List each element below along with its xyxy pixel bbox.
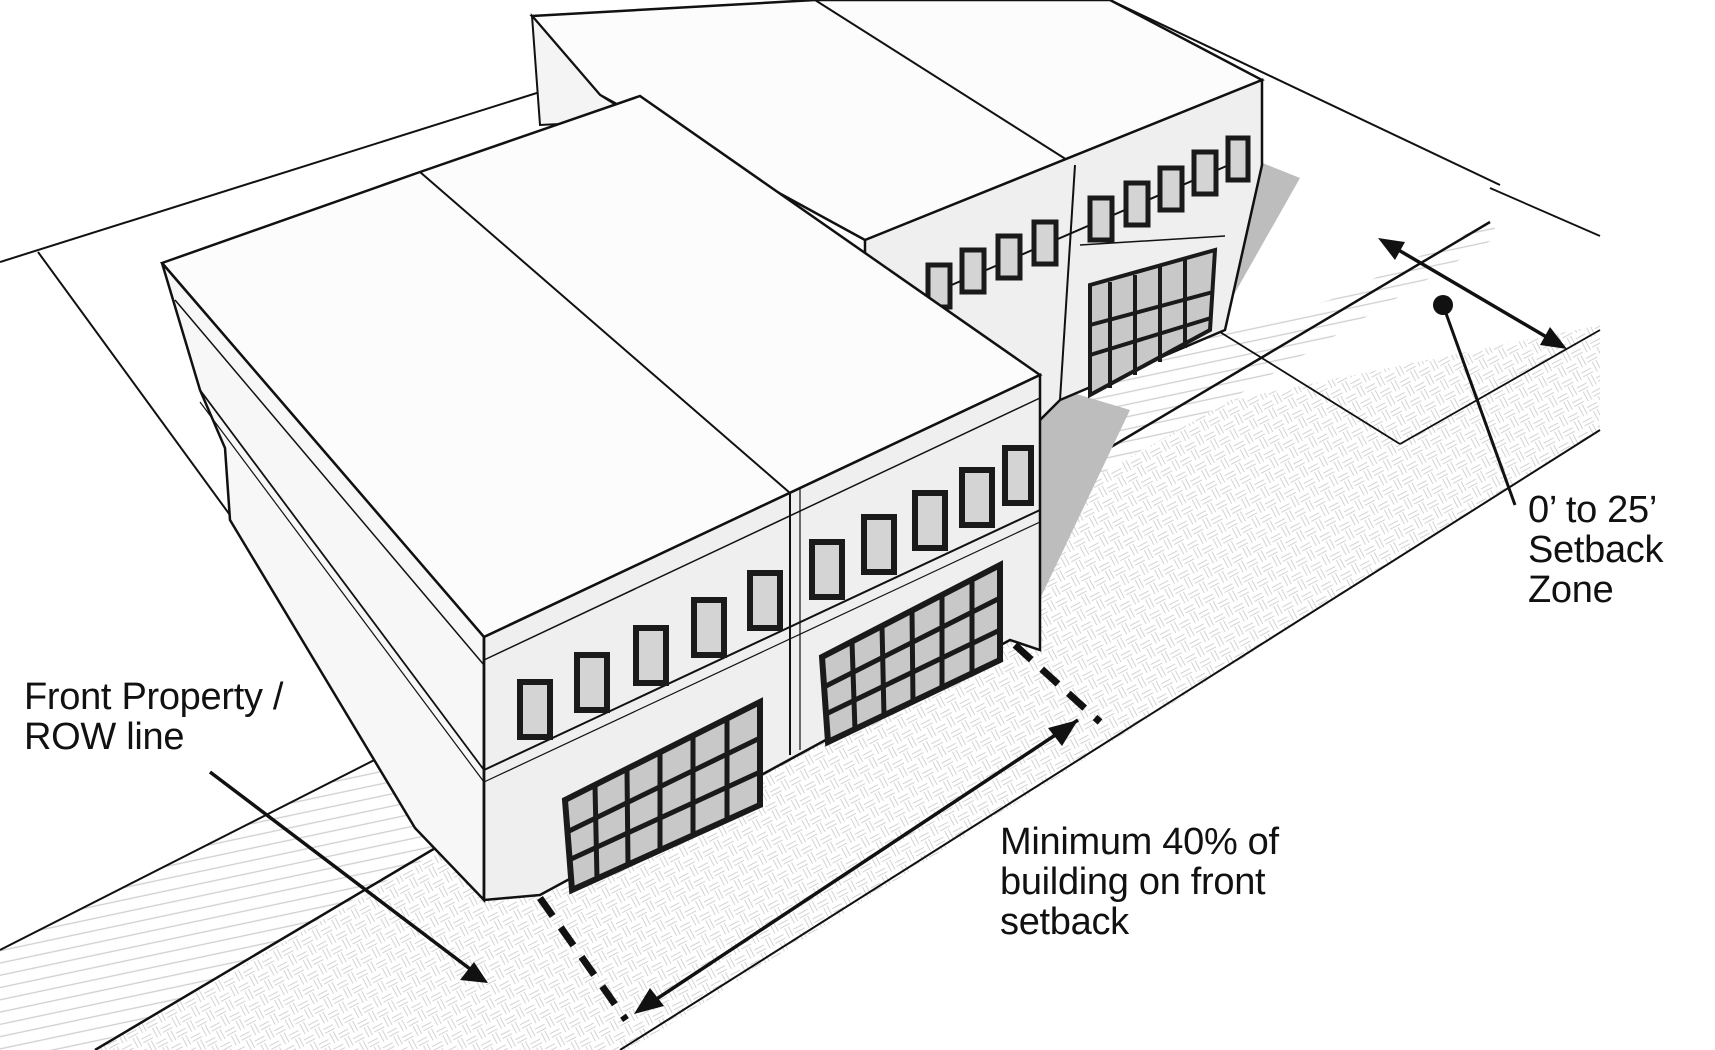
window xyxy=(633,625,669,686)
setback-arrowhead-top xyxy=(1378,238,1405,260)
side-string-course xyxy=(199,389,485,771)
rear-upper-windows xyxy=(925,135,1251,310)
curb-line xyxy=(619,429,1601,1050)
facade-string-course xyxy=(483,509,1041,771)
window xyxy=(959,247,987,295)
setback-zone-label: 0’ to 25’ Setback Zone xyxy=(1528,489,1664,611)
rear-facade-storefront-top xyxy=(1079,235,1226,246)
window xyxy=(1157,165,1185,213)
setback-arrowhead-bottom xyxy=(1540,327,1567,349)
frontage-dashed-line-left xyxy=(537,895,629,1023)
front-upper-windows xyxy=(517,445,1034,740)
setback-zone-label-line-1: 0’ to 25’ xyxy=(1528,489,1657,531)
frontage-arrow-shaft xyxy=(642,718,1079,1010)
setback-edge-line xyxy=(0,747,399,951)
setback-zone-back-line xyxy=(1399,329,1601,445)
setback-zone-divider-1 xyxy=(1219,331,1401,445)
window xyxy=(517,679,553,740)
setback-zone-divider-2 xyxy=(1489,187,1601,237)
window xyxy=(1031,219,1059,267)
rear-facade-pier xyxy=(1059,164,1076,401)
storefront-right xyxy=(818,560,1003,747)
window xyxy=(747,570,783,631)
frontage-arrowhead-left xyxy=(634,988,664,1014)
window xyxy=(1002,445,1034,506)
back-lot-line xyxy=(0,91,541,263)
front-property-label: Front Property / ROW line xyxy=(24,677,283,757)
window xyxy=(1087,195,1115,243)
frontage-dashed-line-right xyxy=(1012,642,1103,725)
minimum-frontage-label: Minimum 40% of building on front setback xyxy=(1000,822,1279,942)
front-property-label-line-2: ROW line xyxy=(24,716,185,758)
window xyxy=(861,514,897,575)
rear-roof-seam xyxy=(814,0,1076,166)
dimension-markers xyxy=(208,238,1567,1023)
setback-arrow-shaft xyxy=(1389,243,1556,344)
facade-cornice xyxy=(483,397,1041,661)
minimum-frontage-label-line-3: setback xyxy=(1000,901,1129,943)
rear-facade-cornice xyxy=(864,79,1263,241)
window xyxy=(574,652,610,713)
side-lot-line-right xyxy=(1109,0,1501,186)
storefront-left xyxy=(561,697,763,895)
window xyxy=(1191,149,1219,197)
setback-leader-line xyxy=(1441,304,1517,506)
window xyxy=(912,490,948,551)
front-property-label-line-1: Front Property / xyxy=(24,676,284,718)
window xyxy=(959,467,995,528)
front-property-leader xyxy=(208,770,480,977)
setback-zone-label-line-3: Zone xyxy=(1528,569,1614,611)
front-building xyxy=(159,94,1043,904)
minimum-frontage-label-line-1: Minimum 40% of xyxy=(1000,821,1279,863)
front-property-arrowhead xyxy=(460,962,488,983)
setback-zone-label-line-2: Setback xyxy=(1528,529,1664,571)
window xyxy=(1225,135,1251,183)
minimum-frontage-label-line-2: building on front xyxy=(1000,861,1266,903)
side-cornice xyxy=(174,299,485,666)
window xyxy=(1123,180,1151,228)
window xyxy=(809,539,845,600)
rear-storefront xyxy=(1088,247,1218,399)
front-roof-seam xyxy=(419,171,791,494)
side-string-course-2 xyxy=(199,401,485,783)
facade-string-course-2 xyxy=(483,521,1041,783)
window xyxy=(995,233,1023,281)
window xyxy=(691,597,727,658)
frontage-arrowhead-right xyxy=(1048,720,1078,746)
